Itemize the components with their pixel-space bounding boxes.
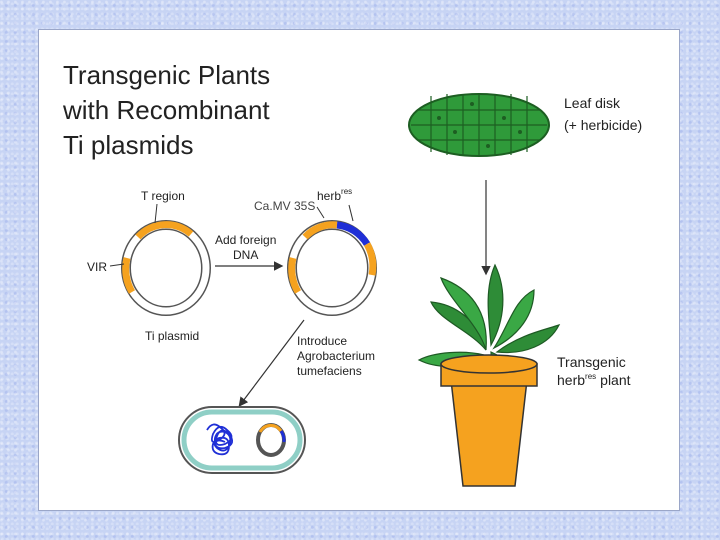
plasmid-in-cell-orange xyxy=(258,423,283,433)
herb-res-plant-label: herbres plant xyxy=(557,372,631,388)
herb-text-plant: herb xyxy=(557,372,585,388)
res-superscript-plant: res xyxy=(585,372,596,381)
plasmid-in-cell-blue xyxy=(279,430,286,443)
introduce-label: Introduce xyxy=(297,334,347,348)
t-region-segment xyxy=(135,221,194,240)
herb-res-label: herbres xyxy=(317,187,352,203)
t-region-label: T region xyxy=(141,189,185,203)
recombinant-plasmid xyxy=(287,220,377,316)
camv-pointer xyxy=(316,206,325,219)
agrobacterium-cell xyxy=(178,406,306,474)
transgenic-plant xyxy=(417,263,561,487)
orange-segment-right xyxy=(363,242,377,276)
plant-text: plant xyxy=(600,372,630,388)
herb-res-gene-segment xyxy=(336,221,370,246)
title-line-1: Transgenic Plants xyxy=(63,60,270,90)
transgenic-label: Transgenic xyxy=(557,354,626,370)
plus-herbicide-label: (+ herbicide) xyxy=(564,117,642,133)
ti-plasmid xyxy=(121,220,211,316)
title-line-2: with Recombinant xyxy=(62,95,270,125)
t-region-pointer xyxy=(154,203,158,224)
agrobacterium-label: Agrobacterium xyxy=(297,349,375,363)
vir-segment xyxy=(122,257,136,294)
plant-pot xyxy=(440,354,538,487)
tumefaciens-label: tumefaciens xyxy=(297,364,362,378)
title-line-3: Ti plasmids xyxy=(63,130,194,160)
vir-pointer xyxy=(109,263,125,267)
ti-plasmid-diagram: Transgenic Plants with Recombinant Ti pl… xyxy=(62,60,642,487)
herb-text: herb xyxy=(317,189,341,203)
camv-label: Ca.MV 35S xyxy=(254,199,315,213)
res-superscript: res xyxy=(341,187,352,196)
herb-res-pointer xyxy=(348,204,354,222)
orange-segment-left xyxy=(288,257,302,294)
vir-label: VIR xyxy=(87,260,107,274)
slide: Transgenic Plants with Recombinant Ti pl… xyxy=(38,29,680,511)
introduce-arrow xyxy=(238,319,305,407)
orange-segment-top xyxy=(302,221,338,240)
ti-plasmid-label: Ti plasmid xyxy=(145,329,199,343)
add-foreign-label: Add foreign xyxy=(215,233,276,247)
leaf-disk-label: Leaf disk xyxy=(564,95,621,111)
dna-label: DNA xyxy=(233,248,258,262)
leaf-disk xyxy=(408,93,550,157)
bacterial-chromosome xyxy=(206,423,234,456)
